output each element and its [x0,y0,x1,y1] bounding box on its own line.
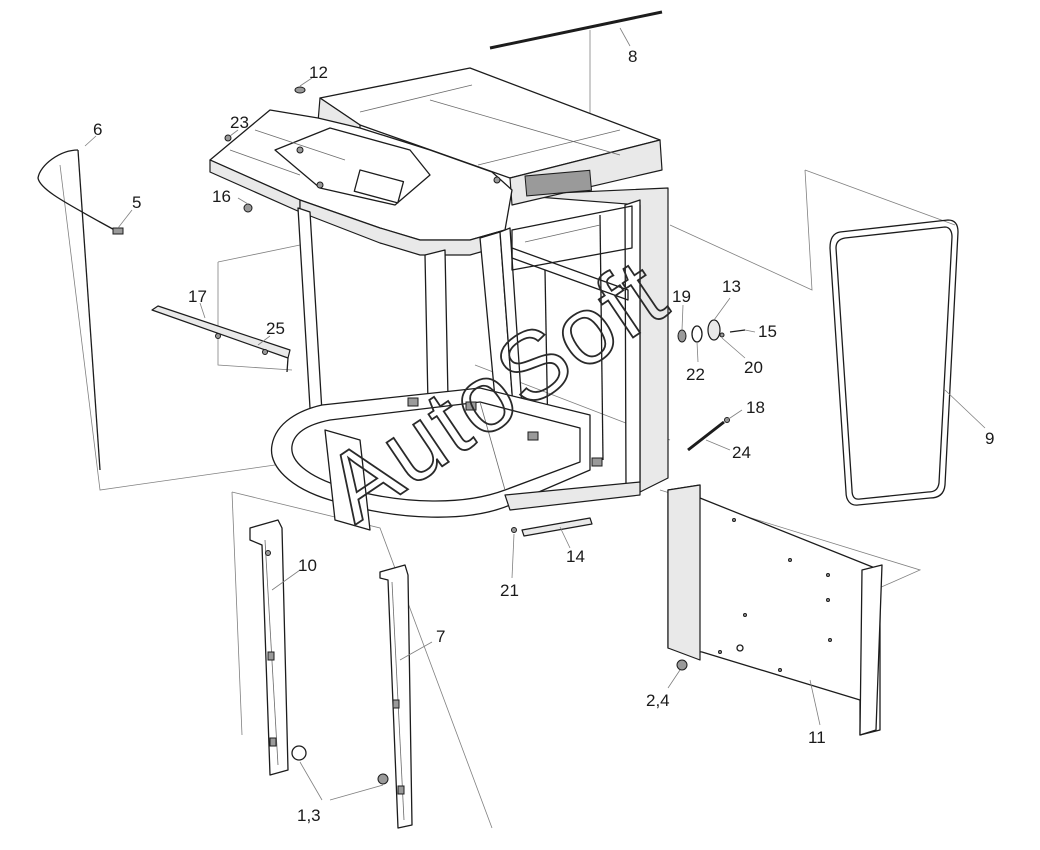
label-2-4: 2,4 [646,691,670,710]
part-9-glass [829,219,959,506]
part-5-fitting [112,227,124,235]
label-20: 20 [744,358,763,377]
label-21: 21 [500,581,519,600]
callout-labels: 12 23 16 6 5 17 25 8 9 13 19 15 20 22 18… [93,47,994,825]
label-17: 17 [188,287,207,306]
part-1-plug [291,745,307,761]
part-21-screw [511,527,517,533]
label-6: 6 [93,120,102,139]
part-11-rear-panel [667,484,883,736]
label-11: 11 [808,728,826,747]
leader-lines [84,27,986,801]
cab-body [209,67,669,531]
label-14: 14 [566,547,585,566]
label-19: 19 [672,287,691,306]
label-5: 5 [132,193,141,212]
label-25: 25 [266,319,285,338]
label-1-3: 1,3 [297,806,321,825]
part-6-cable [37,149,121,234]
part-17-seal-strip [151,305,291,359]
hinge-parts [677,319,746,343]
part-2-screw [676,659,688,671]
part-16-bolt [243,203,253,213]
label-9: 9 [985,429,994,448]
label-15: 15 [758,322,777,341]
label-18: 18 [746,398,765,417]
part-24-strut [687,420,725,452]
label-13: 13 [722,277,741,296]
part-3-plug [377,773,389,785]
label-16: 16 [212,187,231,206]
label-12: 12 [309,63,328,82]
part-23-screw [224,134,232,142]
label-8: 8 [628,47,637,66]
part-14-strip [521,517,593,537]
label-22: 22 [686,365,705,384]
part-12-plug [294,86,306,94]
part-8-roof-rod [489,10,663,50]
part-10-pillar-trim [249,519,289,776]
part-7-pillar-trim [379,564,413,829]
label-23: 23 [230,113,249,132]
label-10: 10 [298,556,317,575]
label-7: 7 [436,627,445,646]
label-24: 24 [732,443,751,462]
